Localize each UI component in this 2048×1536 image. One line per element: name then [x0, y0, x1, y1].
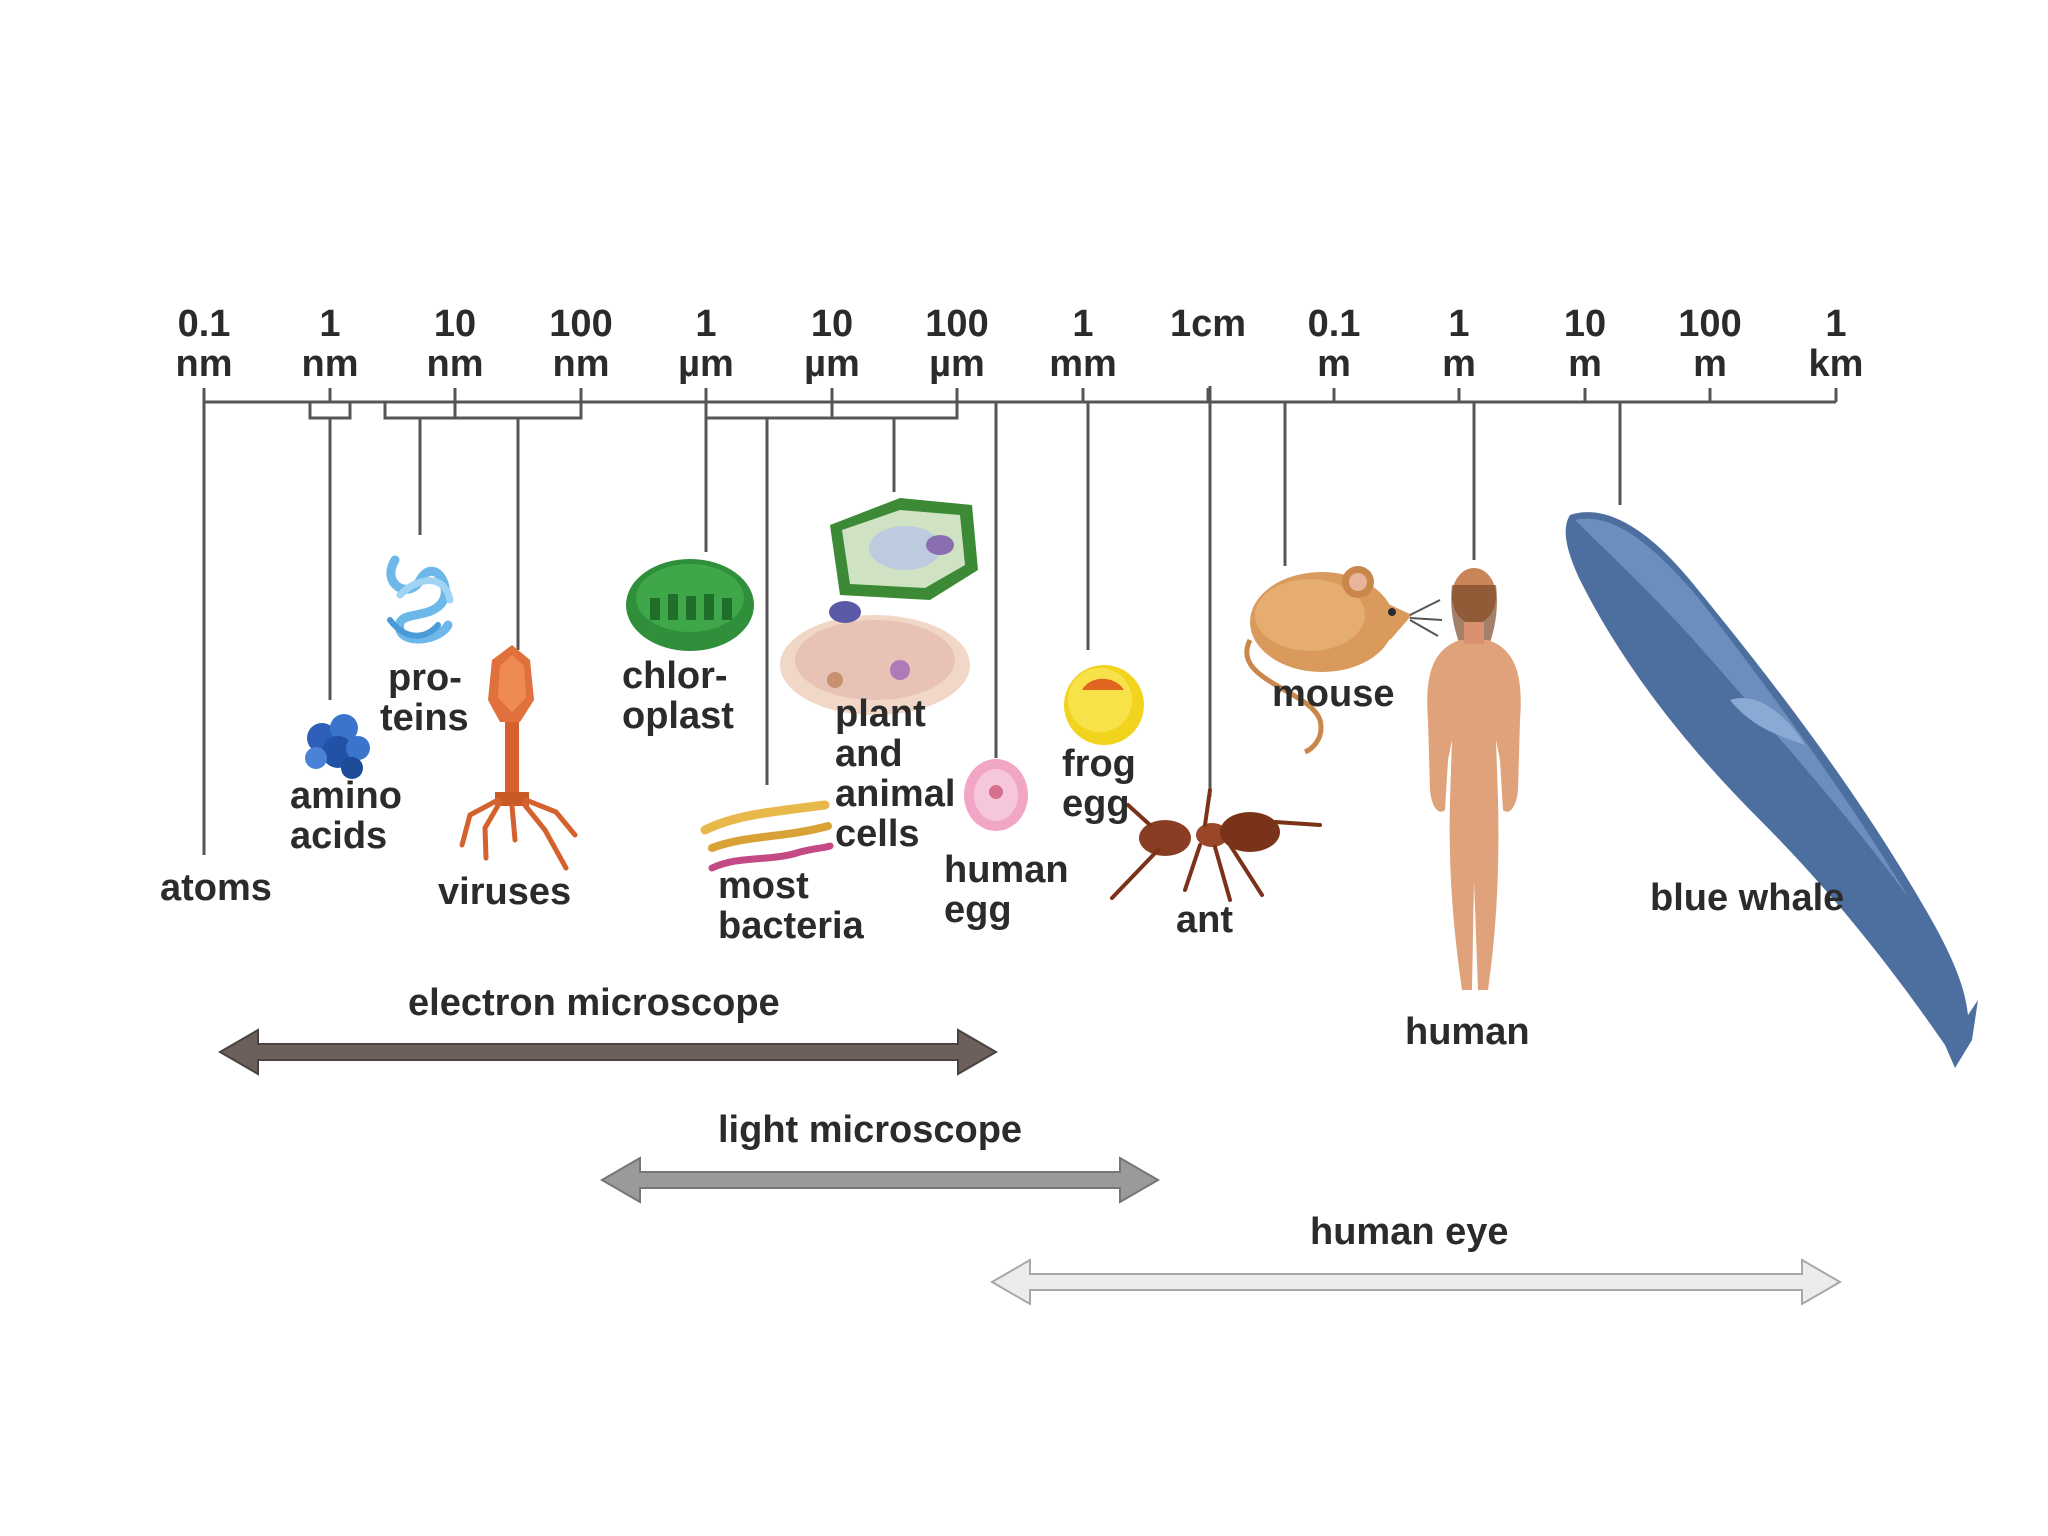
- scale-tick-labels: 0.1 nm 1 nm 10 nm 100 nm 1 µm 10 µm 100 …: [176, 303, 1864, 385]
- tick-unit-7: mm: [1049, 343, 1117, 385]
- label-atoms: atoms: [160, 867, 272, 909]
- label-chloroplast-2: oplast: [622, 695, 734, 737]
- bracket-viruses: [453, 402, 583, 420]
- label-human: human: [1405, 1011, 1530, 1053]
- tick-value-0: 0.1: [178, 303, 231, 345]
- tick-unit-0: nm: [176, 343, 233, 385]
- label-human-egg-2: egg: [944, 889, 1012, 931]
- tick-value-9: 0.1: [1308, 303, 1361, 345]
- mouse-icon: [1244, 566, 1443, 755]
- label-frog-egg-1: frog: [1062, 743, 1136, 785]
- tick-value-6: 100: [925, 303, 988, 345]
- tick-value-4: 1: [695, 303, 716, 345]
- tick-value-12: 100: [1678, 303, 1741, 345]
- tick-unit-5: µm: [804, 343, 860, 385]
- tick-unit-9: m: [1317, 343, 1351, 385]
- bracket-proteins: [383, 402, 457, 420]
- bracket-cells: [830, 402, 959, 420]
- tick-value-11: 10: [1564, 303, 1606, 345]
- scale-axis: [202, 388, 1838, 404]
- tick-unit-10: m: [1442, 343, 1476, 385]
- human-eye-range: human eye: [990, 1211, 1842, 1306]
- tick-unit-12: m: [1693, 343, 1727, 385]
- light-microscope-arrow: [600, 1156, 1160, 1204]
- plant-animal-cell-icon: [780, 498, 978, 715]
- label-electron-microscope: electron microscope: [408, 982, 780, 1024]
- human-figure-icon: [1427, 568, 1521, 990]
- label-mouse: mouse: [1272, 673, 1394, 715]
- label-proteins-1: pro-: [388, 657, 462, 699]
- label-cells-3: animal: [835, 773, 955, 815]
- ant-icon: [1110, 788, 1322, 902]
- tick-value-8: 1cm: [1170, 303, 1246, 345]
- label-human-egg-1: human: [944, 849, 1069, 891]
- tick-unit-1: nm: [302, 343, 359, 385]
- amino-acid-cluster-icon: [305, 714, 370, 779]
- label-bacteria-2: bacteria: [718, 905, 865, 947]
- blue-whale-icon: [1565, 512, 1978, 1068]
- bacteria-icon: [700, 800, 834, 872]
- label-light-microscope: light microscope: [718, 1109, 1022, 1151]
- chloroplast-icon: [626, 559, 754, 651]
- tick-unit-11: m: [1568, 343, 1602, 385]
- light-microscope-range: light microscope: [600, 1109, 1160, 1204]
- label-proteins-2: teins: [380, 697, 469, 739]
- tick-value-2: 10: [434, 303, 476, 345]
- bracket-bacteria: [704, 402, 834, 420]
- tick-unit-4: µm: [678, 343, 734, 385]
- label-cells-4: cells: [835, 813, 920, 855]
- tick-value-7: 1: [1072, 303, 1093, 345]
- label-blue-whale: blue whale: [1650, 877, 1844, 919]
- bracket-amino-acids: [308, 402, 352, 420]
- protein-ribbon-icon: [386, 555, 454, 644]
- electron-microscope-arrow: [218, 1028, 998, 1076]
- range-brackets: [202, 386, 1622, 855]
- tick-unit-6: µm: [929, 343, 985, 385]
- tick-value-1: 1: [319, 303, 340, 345]
- label-human-eye: human eye: [1310, 1211, 1509, 1253]
- virus-icon: [459, 645, 578, 871]
- tick-unit-2: nm: [427, 343, 484, 385]
- tick-unit-13: km: [1809, 343, 1864, 385]
- electron-microscope-range: electron microscope: [218, 982, 998, 1076]
- tick-value-5: 10: [811, 303, 853, 345]
- tick-value-13: 1: [1825, 303, 1846, 345]
- frog-egg-icon: [1064, 665, 1144, 745]
- tick-value-3: 100: [549, 303, 612, 345]
- tick-unit-3: nm: [553, 343, 610, 385]
- label-frog-egg-2: egg: [1062, 783, 1130, 825]
- human-eye-arrow: [990, 1258, 1842, 1306]
- label-ant: ant: [1176, 899, 1233, 941]
- label-amino-acids-1: amino: [290, 775, 402, 817]
- label-cells-2: and: [835, 733, 903, 775]
- label-amino-acids-2: acids: [290, 815, 387, 857]
- tick-value-10: 1: [1448, 303, 1469, 345]
- label-viruses: viruses: [438, 871, 571, 913]
- label-chloroplast-1: chlor-: [622, 655, 728, 697]
- label-bacteria-1: most: [718, 865, 809, 907]
- human-egg-icon: [964, 759, 1028, 831]
- object-labels: atoms amino acids pro- teins viruses chl…: [160, 655, 1844, 1053]
- label-cells-1: plant: [835, 693, 926, 735]
